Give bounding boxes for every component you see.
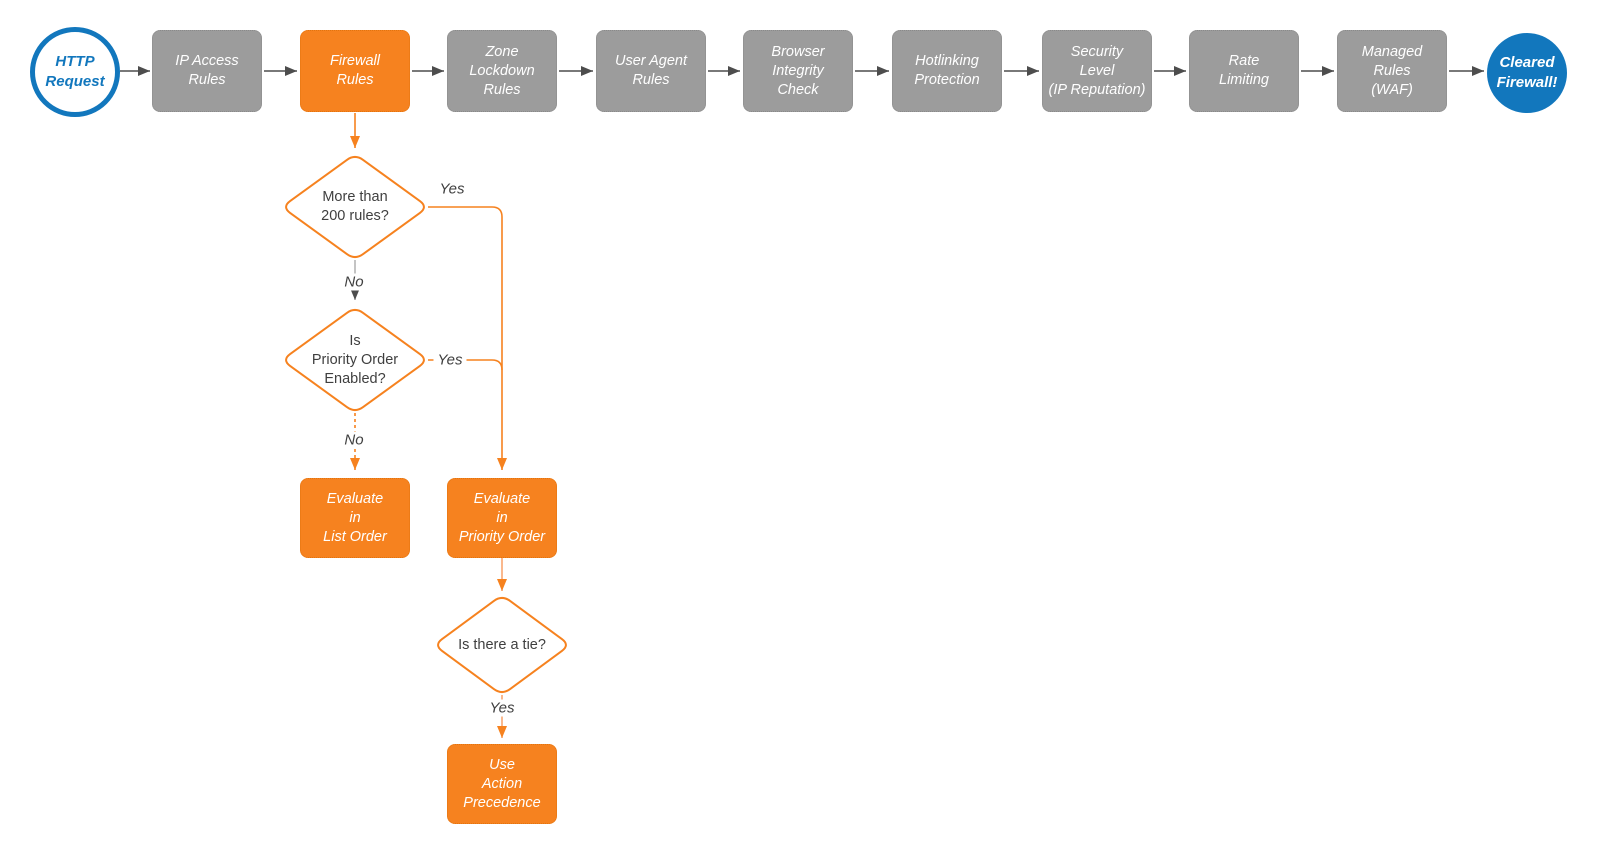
stage-firewall-rules: Firewall Rules: [300, 30, 410, 112]
edge-label-yes-priority-order: Yes: [433, 351, 467, 369]
diamond-more-rules: [285, 155, 425, 259]
edge-label-no-priority-order: No: [340, 431, 368, 449]
decision-tie-label: Is there a tie?: [458, 636, 546, 653]
action-use-action-precedence: Use Action Precedence: [447, 744, 557, 824]
edge-label-no-more-rules: No: [340, 273, 368, 291]
stage-managed-rules-waf: Managed Rules (WAF): [1337, 30, 1447, 112]
diamond-priority-order: [285, 308, 425, 412]
end-node-cleared-firewall: Cleared Firewall!: [1487, 33, 1567, 113]
edge-label-yes-more-rules: Yes: [439, 180, 465, 198]
stage-ip-access-rules: IP Access Rules: [152, 30, 262, 112]
stage-hotlinking-protection: Hotlinking Protection: [892, 30, 1002, 112]
diamond-tie: [437, 596, 567, 694]
decision-diamonds: [285, 155, 567, 694]
stage-browser-integrity-check: Browser Integrity Check: [743, 30, 853, 112]
decision-more-rules-label: More than 200 rules?: [321, 189, 389, 224]
stage-security-level: Security Level (IP Reputation): [1042, 30, 1152, 112]
decision-priority-order-label: Is Priority Order Enabled?: [311, 332, 399, 387]
edge-label-yes-tie: Yes: [485, 699, 519, 717]
stage-rate-limiting: Rate Limiting: [1189, 30, 1299, 112]
stage-user-agent-rules: User Agent Rules: [596, 30, 706, 112]
action-evaluate-list-order: Evaluate in List Order: [300, 478, 410, 558]
start-node-http-request: HTTP Request: [30, 27, 120, 117]
stage-zone-lockdown-rules: Zone Lockdown Rules: [447, 30, 557, 112]
action-evaluate-priority-order: Evaluate in Priority Order: [447, 478, 557, 558]
